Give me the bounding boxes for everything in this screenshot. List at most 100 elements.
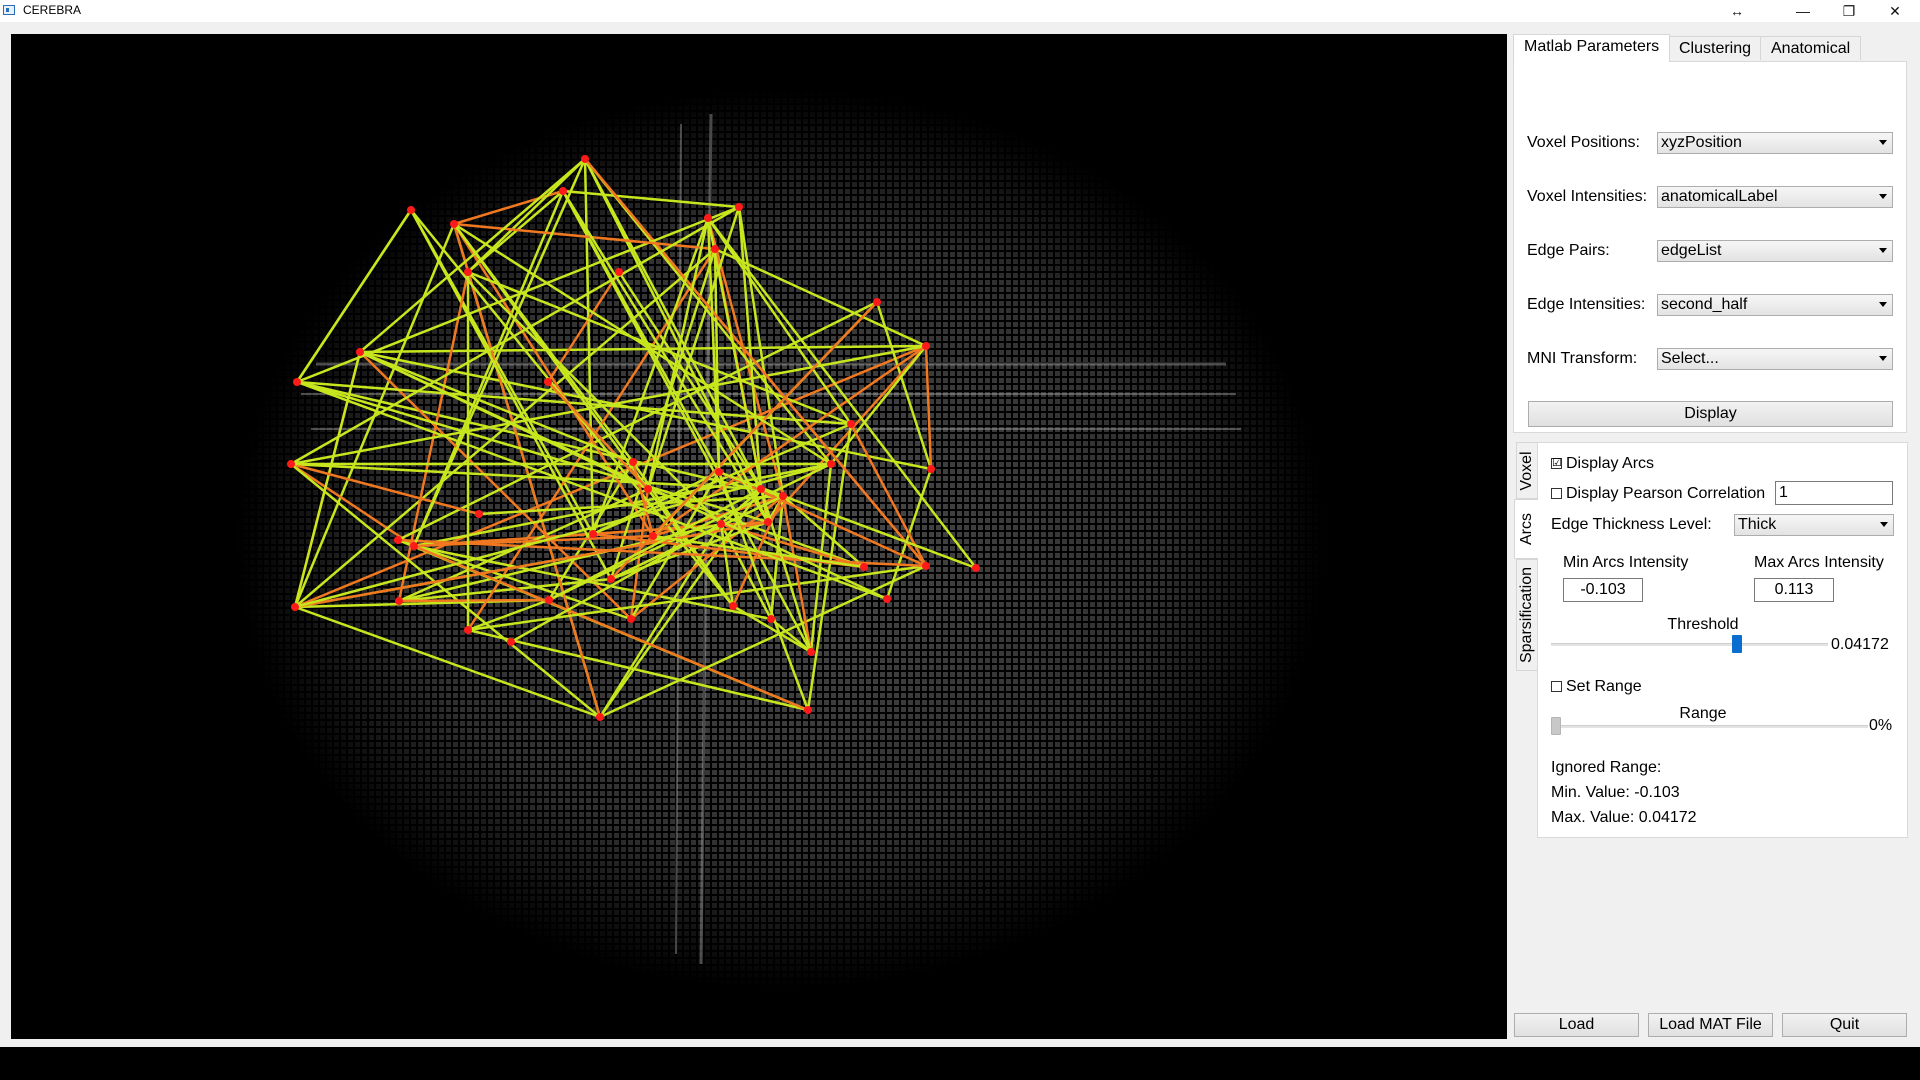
arc-line — [720, 488, 762, 525]
arc-line — [397, 538, 632, 621]
tab-bar: Matlab Parameters Clustering Anatomical — [1513, 34, 1908, 62]
edge-pairs-combo[interactable]: edgeList — [1657, 240, 1893, 262]
voxel-node[interactable] — [704, 214, 712, 222]
voxel-node[interactable] — [757, 485, 765, 493]
voxel-node[interactable] — [627, 615, 635, 623]
display-arcs-label: Display Arcs — [1566, 455, 1655, 472]
edge-thickness-combo[interactable]: Thick — [1734, 514, 1894, 536]
voxel-node[interactable] — [922, 562, 930, 570]
display-pearson-checkbox[interactable] — [1551, 488, 1562, 499]
close-button[interactable]: ✕ — [1889, 3, 1901, 19]
quit-button[interactable]: Quit — [1782, 1013, 1907, 1037]
threshold-slider-track[interactable] — [1551, 643, 1828, 646]
chevron-down-icon — [1879, 140, 1887, 145]
set-range-label: Set Range — [1566, 678, 1642, 695]
voxel-node[interactable] — [711, 245, 719, 253]
resize-arrows-icon[interactable]: ↔ — [1730, 3, 1744, 19]
voxel-node[interactable] — [395, 597, 403, 605]
voxel-intensities-combo[interactable]: anatomicalLabel — [1657, 186, 1893, 208]
voxel-node[interactable] — [827, 460, 835, 468]
voxel-node[interactable] — [729, 602, 737, 610]
voxel-node[interactable] — [717, 520, 725, 528]
tab-anatomical[interactable]: Anatomical — [1760, 36, 1862, 60]
arc-line — [467, 598, 550, 632]
voxel-node[interactable] — [735, 203, 743, 211]
voxel-node[interactable] — [847, 420, 855, 428]
tab-sparsification-label: Sparsification — [1518, 566, 1535, 664]
voxel-node[interactable] — [410, 542, 418, 550]
tab-sparsification[interactable]: Sparsification — [1516, 559, 1537, 671]
edge-intensities-combo[interactable]: second_half — [1657, 294, 1893, 316]
display-button[interactable]: Display — [1528, 401, 1893, 427]
voxel-node[interactable] — [860, 563, 868, 571]
voxel-node[interactable] — [807, 648, 815, 656]
arc-line — [706, 217, 770, 523]
arc-line — [295, 209, 413, 383]
brain-connectivity-render[interactable] — [11, 34, 1507, 1039]
voxel-node[interactable] — [545, 596, 553, 604]
voxel-node[interactable] — [559, 187, 567, 195]
range-slider-track[interactable] — [1551, 725, 1868, 728]
brain-3d-viewport[interactable] — [11, 34, 1507, 1039]
tab-arcs[interactable]: Arcs — [1514, 499, 1538, 559]
minimize-button[interactable]: — — [1796, 3, 1810, 19]
display-arcs-checkbox[interactable]: ☑ — [1551, 457, 1562, 469]
voxel-node[interactable] — [394, 536, 402, 544]
threshold-slider-handle[interactable] — [1731, 635, 1742, 653]
voxel-node[interactable] — [581, 155, 589, 163]
voxel-node[interactable] — [450, 220, 458, 228]
voxel-node[interactable] — [293, 378, 301, 386]
voxel-node[interactable] — [629, 458, 637, 466]
voxel-node[interactable] — [507, 638, 515, 646]
app-icon — [3, 5, 15, 15]
set-range-checkbox[interactable] — [1551, 681, 1562, 692]
load-button[interactable]: Load — [1514, 1013, 1639, 1037]
voxel-node[interactable] — [356, 348, 364, 356]
arc-line — [294, 520, 769, 609]
load-mat-file-button[interactable]: Load MAT File — [1648, 1013, 1773, 1037]
voxel-node[interactable] — [407, 206, 415, 214]
tab-clustering[interactable]: Clustering — [1668, 36, 1763, 60]
voxel-node[interactable] — [475, 510, 483, 518]
arc-line — [849, 423, 928, 567]
voxel-node[interactable] — [767, 615, 775, 623]
min-arcs-intensity-field[interactable]: -0.103 — [1563, 578, 1643, 602]
voxel-node[interactable] — [927, 465, 935, 473]
max-arcs-intensity-field[interactable]: 0.113 — [1754, 578, 1834, 602]
arc-line — [583, 158, 770, 523]
arc-line — [397, 538, 927, 568]
restore-button[interactable]: ❐ — [1842, 3, 1856, 19]
voxel-node[interactable] — [764, 518, 772, 526]
pearson-value-field[interactable]: 1 — [1775, 481, 1893, 505]
voxel-node[interactable] — [649, 532, 657, 540]
voxel-node[interactable] — [715, 468, 723, 476]
voxel-node[interactable] — [972, 564, 980, 572]
arc-line — [609, 248, 717, 580]
title-bar: CEREBRA ↔ — ❐ ✕ — [0, 0, 1920, 22]
voxel-node[interactable] — [644, 485, 652, 493]
voxel-node[interactable] — [464, 268, 472, 276]
voxel-node[interactable] — [544, 378, 552, 386]
voxel-node[interactable] — [287, 460, 295, 468]
voxel-node[interactable] — [589, 530, 597, 538]
range-slider-handle[interactable] — [1551, 717, 1561, 735]
voxel-node[interactable] — [291, 603, 299, 611]
mni-transform-combo[interactable]: Select... — [1657, 348, 1893, 370]
bottom-strip — [0, 1047, 1920, 1080]
voxel-node[interactable] — [615, 268, 623, 276]
tab-matlab-parameters[interactable]: Matlab Parameters — [1513, 34, 1671, 62]
arc-line — [561, 190, 813, 653]
voxel-node[interactable] — [922, 342, 930, 350]
voxel-node[interactable] — [464, 626, 472, 634]
voxel-positions-combo[interactable]: xyzPosition — [1657, 132, 1893, 154]
voxel-node[interactable] — [873, 298, 881, 306]
voxel-node[interactable] — [883, 595, 891, 603]
voxel-node[interactable] — [779, 492, 787, 500]
voxel-node[interactable] — [804, 706, 812, 714]
arc-line — [924, 345, 933, 470]
voxel-node[interactable] — [596, 713, 604, 721]
voxel-node[interactable] — [607, 575, 615, 583]
arc-line — [467, 564, 927, 632]
ignored-range-title: Ignored Range: — [1551, 759, 1662, 776]
tab-voxel[interactable]: Voxel — [1516, 442, 1537, 499]
